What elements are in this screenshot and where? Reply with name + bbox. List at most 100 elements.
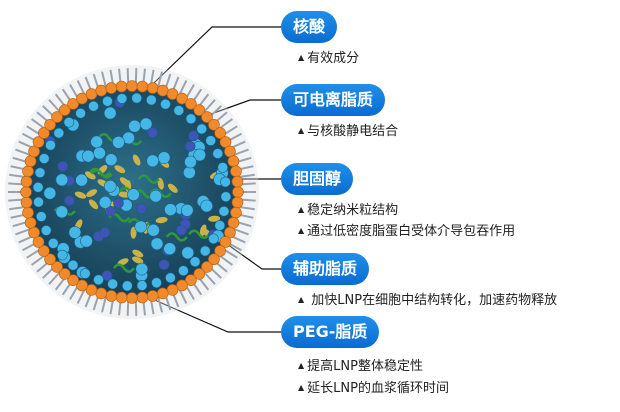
cholesterol-mark <box>132 154 141 166</box>
outer-lipid-head <box>166 88 179 100</box>
note-nucleic-acid-1: ▲有效成分 <box>298 51 360 66</box>
inner-lipid-head <box>68 226 82 239</box>
outer-lipid-head <box>208 253 220 266</box>
outer-lipid-head <box>185 98 197 110</box>
ionizable-lipid-head <box>101 270 113 281</box>
inner-lipid-head <box>128 119 141 133</box>
lipid-tail <box>126 68 130 85</box>
outer-lipid-head <box>185 274 197 286</box>
lipid-tail <box>134 299 138 316</box>
inner-ring-head <box>116 93 128 104</box>
outer-lipid-head <box>58 268 71 280</box>
note-ionizable-lipid-1: ▲与核酸静电结合 <box>298 124 399 139</box>
inner-lipid-head <box>43 186 57 200</box>
inner-ring-head <box>199 245 211 257</box>
outer-lipid-head <box>224 226 236 239</box>
lipid-tail <box>76 80 86 96</box>
cholesterol-mark <box>167 183 178 193</box>
lipid-tail <box>178 80 188 96</box>
ionizable-lipid-head <box>147 127 158 138</box>
inner-ring-head <box>38 153 50 164</box>
inner-ring-head <box>173 105 185 116</box>
inner-lipid-head <box>183 166 196 179</box>
outer-lipid-head <box>38 127 50 139</box>
lipid-tail <box>126 299 130 316</box>
outer-lipid-head <box>67 274 79 286</box>
lipid-tail <box>233 227 249 236</box>
bullet-triangle-icon: ▲ <box>298 383 305 392</box>
lipid-tail <box>101 71 107 88</box>
outer-lipid-head <box>28 226 40 239</box>
inner-lipid-head <box>147 223 160 237</box>
inner-ring-head <box>67 259 79 271</box>
inner-lipid-head <box>55 205 69 219</box>
outer-lipid-head <box>208 118 220 131</box>
inner-lipid-head <box>181 246 195 260</box>
outer-lipid-head <box>32 136 45 148</box>
leader-line <box>127 26 281 109</box>
inner-lipid-head <box>146 154 159 168</box>
outer-lipid-head <box>105 290 118 302</box>
inner-ring-head <box>185 113 197 125</box>
outer-lipid-head <box>20 196 33 209</box>
cholesterol-mark <box>208 215 221 222</box>
ionizable-lipid-head <box>57 161 69 172</box>
inner-lipid-head <box>184 155 197 169</box>
outer-lipid-head <box>126 292 138 304</box>
inner-ring-head <box>34 167 46 178</box>
lipid-tail <box>157 296 163 313</box>
inner-ring-head <box>32 182 44 193</box>
outer-lipid-head <box>136 80 149 93</box>
outer-lipid-head <box>156 84 169 97</box>
inner-ring-head <box>220 176 231 188</box>
inner-ring-head <box>40 225 52 236</box>
outer-lipid-head <box>214 127 226 139</box>
inner-ring-head <box>93 274 104 286</box>
lipid-tail <box>218 254 233 266</box>
note-cholesterol-2: ▲通过低密度脂蛋白受体介导包吞作用 <box>298 224 516 239</box>
nucleic-acid-strand <box>112 263 135 273</box>
inner-lipid-head <box>127 188 140 201</box>
lipid-tail <box>238 206 255 211</box>
inner-ring-head <box>220 191 232 202</box>
outer-lipid-head <box>44 253 56 266</box>
inner-lipid-head <box>134 220 148 234</box>
lipid-tail <box>48 99 61 113</box>
inner-ring-head <box>45 139 56 151</box>
outer-lipid-head <box>230 206 242 219</box>
inner-lipid-head <box>104 153 118 166</box>
outer-lipid-head <box>219 236 232 248</box>
pill-cholesterol: 胆固醇 <box>281 163 354 195</box>
inner-ring-head <box>122 280 133 292</box>
outer-lipid-head <box>201 111 213 123</box>
inner-lipid-head <box>200 199 213 213</box>
lipid-tail <box>178 288 188 304</box>
inner-lipid-head <box>164 203 177 216</box>
inner-ring-head <box>47 238 59 249</box>
inner-ring-head <box>151 277 162 289</box>
outer-lipid-head <box>227 216 240 229</box>
outer-lipid-head <box>136 291 149 304</box>
inner-ring-head <box>205 135 217 146</box>
ionizable-lipid-head <box>64 195 75 206</box>
outer-lipid-head <box>32 236 45 248</box>
cholesterol-mark <box>85 171 96 180</box>
cholesterol-mark <box>86 189 98 197</box>
lipid-tail <box>31 118 46 130</box>
lipid-tail <box>218 118 233 130</box>
pill-ionizable-lipid: 可电离脂质 <box>281 84 386 116</box>
outer-lipid-head <box>146 290 159 302</box>
bullet-triangle-icon: ▲ <box>298 126 305 135</box>
outer-lipid-head <box>193 104 206 116</box>
ionizable-lipid-head <box>184 141 196 152</box>
ionizable-lipid-head <box>113 197 124 209</box>
cholesterol-mark <box>118 191 131 198</box>
pill-label: 核酸 <box>293 17 326 36</box>
outer-lipid-head <box>58 104 71 116</box>
inner-lipid-head <box>103 180 117 193</box>
nucleic-acid-strand <box>137 174 160 184</box>
inner-lipid-head <box>135 262 149 276</box>
outer-lipid-head <box>76 279 88 292</box>
inner-ring-head <box>189 256 201 268</box>
